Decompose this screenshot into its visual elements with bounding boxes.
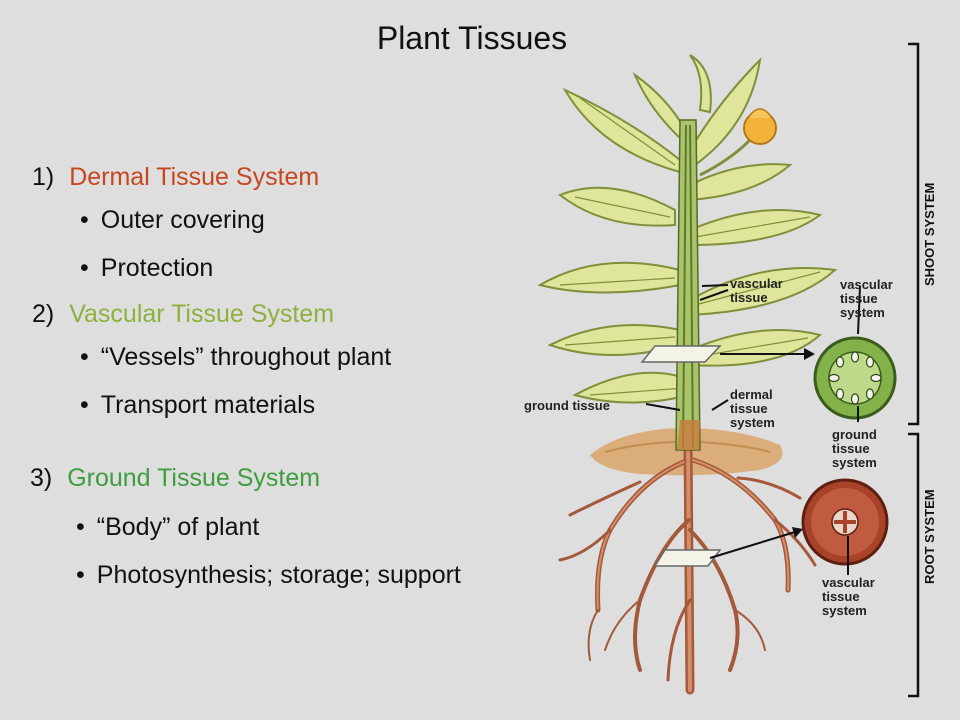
section-number: 3) — [30, 464, 53, 492]
label-vascular-tissue-system-stem: vascular tissue system — [840, 277, 896, 320]
bullet-item: “Body” of plant — [76, 513, 260, 542]
root-system-label: ROOT SYSTEM — [922, 489, 937, 584]
flower — [699, 108, 777, 177]
bullet-item: Transport materials — [80, 391, 315, 420]
label-line: vascular — [822, 575, 875, 590]
label-line: tissue — [832, 441, 870, 456]
label-dermal-tissue-system: dermal tissue system — [730, 387, 776, 430]
root-system — [558, 440, 817, 695]
label-line: system — [730, 415, 775, 430]
label-line: tissue — [822, 589, 860, 604]
bullet-item: Photosynthesis; storage; support — [76, 561, 461, 590]
label-line: tissue — [730, 401, 768, 416]
diagram-labels: vascular tissue vascular tissue system g… — [524, 276, 896, 618]
label-ground-tissue: ground tissue — [524, 398, 610, 413]
label-line: vascular — [730, 276, 783, 291]
stem-cut-plane — [640, 345, 722, 363]
arrowheads — [792, 348, 815, 538]
stem — [675, 119, 701, 451]
section-title-ground: Ground Tissue System — [67, 464, 321, 492]
root-system-bracket: ROOT SYSTEM — [908, 432, 937, 698]
section-heading-ground: 3) Ground Tissue System — [30, 464, 320, 493]
label-line: vascular — [840, 277, 893, 292]
shoot-system-label: SHOOT SYSTEM — [922, 183, 937, 286]
section-title-vascular: Vascular Tissue System — [69, 300, 335, 328]
label-line: dermal — [730, 387, 773, 402]
section-heading-dermal: 1) Dermal Tissue System — [32, 163, 319, 192]
label-ground-tissue-system: ground tissue system — [832, 427, 880, 470]
label-vascular-tissue-system-root: vascular tissue system — [822, 575, 878, 618]
leaf-veins — [559, 97, 821, 396]
label-vascular-tissue: vascular tissue — [730, 276, 786, 305]
label-line: system — [832, 455, 877, 470]
root-cut-plane — [653, 549, 722, 567]
diagram-arrows — [645, 284, 861, 575]
page-title: Plant Tissues — [376, 20, 568, 56]
label-line: tissue — [730, 290, 768, 305]
label-line: system — [840, 305, 885, 320]
shoot-system-bracket: SHOOT SYSTEM — [908, 42, 937, 426]
root-cross-section — [801, 478, 889, 566]
section-title-dermal: Dermal Tissue System — [69, 163, 320, 191]
stem-cross-section — [813, 336, 897, 420]
label-line: ground — [832, 427, 877, 442]
bullet-item: “Vessels” throughout plant — [80, 343, 391, 372]
section-number: 1) — [32, 163, 55, 191]
label-line: tissue — [840, 291, 878, 306]
bullet-item: Protection — [80, 254, 214, 283]
section-number: 2) — [32, 300, 55, 328]
section-heading-vascular: 2) Vascular Tissue System — [32, 300, 334, 329]
label-line: system — [822, 603, 867, 618]
bullet-item: Outer covering — [80, 206, 265, 235]
